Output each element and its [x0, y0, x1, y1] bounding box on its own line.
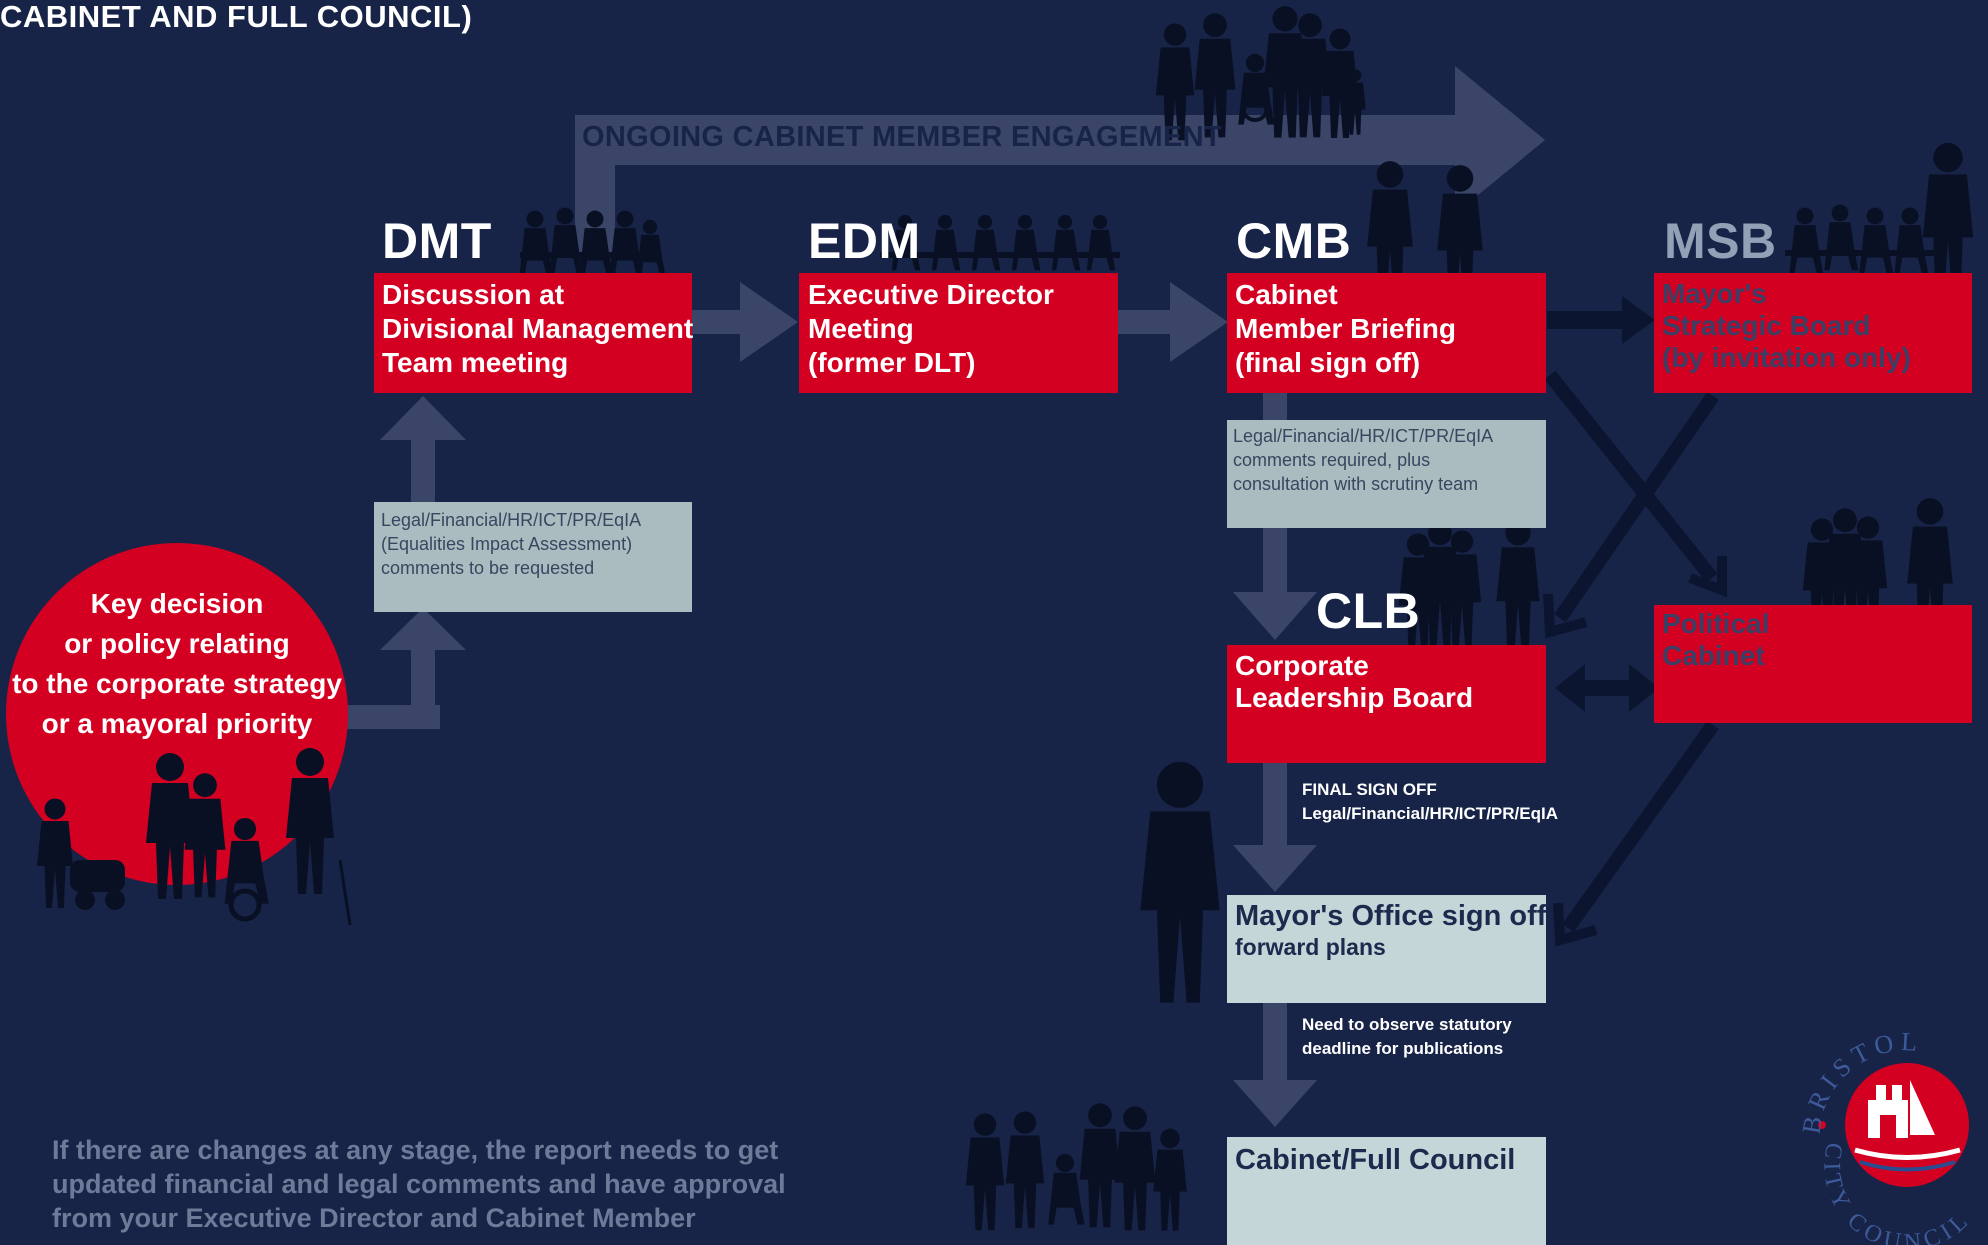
cmb-line: Cabinet	[1235, 279, 1338, 310]
dmt-code: DMT	[382, 213, 492, 269]
start-line: Key decision	[90, 588, 264, 619]
logo-text-top: BRISTOL	[1800, 1030, 1918, 1136]
svg-text:CITY COUNCIL: CITY COUNCIL	[1818, 1141, 1976, 1245]
edm-line: Meeting	[808, 313, 914, 344]
political-to-mayors-office-arrow	[1553, 720, 1719, 947]
start-line: to the corporate strategy	[12, 668, 342, 699]
start-line: or policy relating	[64, 628, 290, 659]
engagement-label: ONGOING CABINET MEMBER ENGAGEMENT	[582, 121, 1222, 153]
msb-to-clb-arrow	[1543, 392, 1719, 639]
msb-line: Mayor's	[1662, 278, 1767, 309]
start-text: Key decision or policy relating to the c…	[6, 584, 348, 744]
political-line: Cabinet	[1662, 640, 1765, 671]
cmb-comments-box	[1227, 420, 1546, 528]
mayors-office-to-council-arrow	[1233, 1003, 1317, 1127]
dmt-line: Team meeting	[382, 347, 569, 378]
edm-line: Executive Director	[808, 279, 1054, 310]
clb-text: Corporate Leadership Board	[1235, 650, 1473, 714]
cmb-comment-line: Legal/Financial/HR/ICT/PR/EqIA	[1233, 426, 1494, 446]
dmt-to-edm-arrow	[690, 282, 798, 362]
cmb-comments-text: Legal/Financial/HR/ICT/PR/EqIA comments …	[1233, 424, 1493, 496]
svg-text:BRISTOL: BRISTOL	[1800, 1030, 1924, 1136]
cmb-text: Cabinet Member Briefing (final sign off)	[1235, 278, 1456, 380]
edm-line: (former DLT)	[808, 347, 976, 378]
edm-to-cmb-arrow	[1115, 282, 1228, 362]
dmt-line: Divisional Management	[382, 313, 694, 344]
logo-text: BRISTOL CITY COUNCIL	[1800, 1030, 1976, 1245]
final-sign-off-note: FINAL SIGN OFF Legal/Financial/HR/ICT/PR…	[1302, 778, 1558, 826]
start-to-dmt-arrow	[300, 608, 466, 729]
political-line: Political	[1662, 608, 1770, 639]
mayors-office-title: Mayor's Office sign off	[1235, 900, 1547, 932]
cmb-comment-line: comments required, plus	[1233, 450, 1431, 470]
cmb-code: CMB	[1236, 213, 1352, 269]
mayors-office-subtitle: forward plans	[1235, 934, 1386, 960]
msb-line: (by invitation only)	[1662, 342, 1911, 373]
statutory-line: Need to observe statutory	[1302, 1015, 1512, 1034]
clb-box	[1227, 645, 1546, 763]
page-title: CABINET AND FULL COUNCIL)	[0, 0, 473, 34]
bristol-city-council-logo	[1818, 1063, 1969, 1187]
clb-line: Leadership Board	[1235, 682, 1474, 713]
final-sign-off-heading: FINAL SIGN OFF	[1302, 780, 1437, 799]
dmt-comments-text: Legal/Financial/HR/ICT/PR/EqIA (Equaliti…	[381, 508, 641, 580]
council-box	[1227, 1137, 1546, 1245]
cmb-line: (final sign off)	[1235, 347, 1421, 378]
dmt-comments-box	[374, 502, 692, 612]
msb-text: Mayor's Strategic Board (by invitation o…	[1662, 278, 1911, 374]
comments-to-dmt-arrow	[380, 396, 466, 502]
dmt-comment-line: (Equalities Impact Assessment)	[381, 534, 633, 554]
dmt-line: Discussion at	[382, 279, 565, 310]
political-cabinet-box	[1654, 605, 1972, 723]
dmt-text: Discussion at Divisional Management Team…	[382, 278, 693, 380]
clb-to-mayors-office-arrow	[1233, 762, 1317, 892]
footer-note: If there are changes at any stage, the r…	[52, 1133, 786, 1235]
logo-text-bottom: CITY COUNCIL	[1818, 1141, 1971, 1245]
political-cabinet-text: Political Cabinet	[1662, 608, 1769, 672]
cmb-to-msb-arrow	[1547, 296, 1655, 344]
dmt-box	[374, 273, 692, 393]
people-silhouettes	[37, 6, 1974, 1231]
cmb-line: Member Briefing	[1235, 313, 1456, 344]
clb-code: CLB	[1316, 583, 1421, 639]
cmb-comment-line: consultation with scrutiny team	[1233, 474, 1479, 494]
footer-line: If there are changes at any stage, the r…	[52, 1135, 779, 1165]
msb-line: Strategic Board	[1662, 310, 1871, 341]
edm-code: EDM	[808, 213, 921, 269]
clb-line: Corporate	[1235, 650, 1369, 681]
cmb-to-political-cabinet-arrow	[1544, 370, 1727, 598]
final-sign-off-text: Legal/Financial/HR/ICT/PR/EqIA	[1302, 804, 1558, 823]
footer-line: from your Executive Director and Cabinet…	[52, 1203, 696, 1233]
start-line: or a mayoral priority	[41, 708, 313, 739]
council-title: Cabinet/Full Council	[1235, 1144, 1516, 1176]
dmt-comment-line: Legal/Financial/HR/ICT/PR/EqIA	[381, 510, 642, 530]
edm-text: Executive Director Meeting (former DLT)	[808, 278, 1054, 380]
msb-box	[1654, 273, 1972, 393]
start-circle	[6, 543, 348, 885]
cmb-box	[1227, 273, 1546, 393]
msb-code: MSB	[1664, 213, 1777, 269]
clb-political-double-arrow	[1555, 664, 1659, 712]
edm-box	[799, 273, 1118, 393]
statutory-line: deadline for publications	[1302, 1039, 1504, 1058]
footer-line: updated financial and legal comments and…	[52, 1169, 786, 1199]
mayors-office-box	[1227, 895, 1546, 1003]
dmt-comment-line: comments to be requested	[381, 558, 595, 578]
statutory-note: Need to observe statutory deadline for p…	[1302, 1013, 1512, 1061]
